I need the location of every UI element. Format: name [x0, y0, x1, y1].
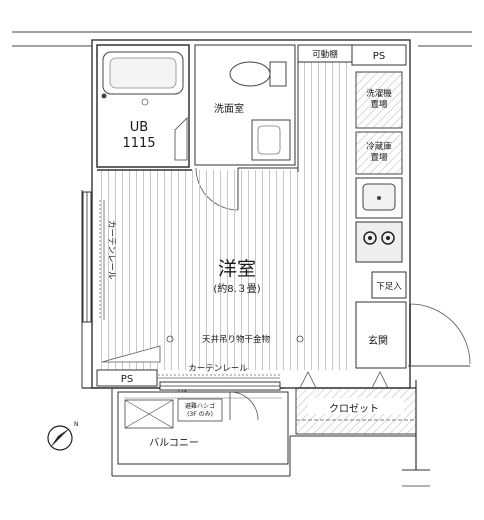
movable-shelf-label: 可動棚	[312, 49, 338, 60]
ub-label: UB	[130, 120, 148, 135]
side-curtain-rail-label: カーテンレール	[106, 220, 116, 280]
closet-label: クロゼット	[329, 403, 379, 415]
western-room-label: 洋室	[218, 258, 256, 280]
stove-icon	[355, 221, 403, 263]
side-window: カーテンレール	[82, 191, 116, 323]
escape-hatch-label-2: (3F のみ)	[187, 411, 213, 418]
toilet-icon	[229, 61, 271, 87]
ceiling-hanger-label: 天井吊り物干金物	[202, 334, 271, 345]
bottom-curtain-rail-label: カーテンレール	[188, 364, 248, 374]
fridge-space-label: 冷蔵庫	[366, 141, 392, 152]
ps-bottom-label: PS	[121, 374, 133, 385]
washer-space-label: 洗濯機	[366, 88, 392, 99]
ub-size-label: 1115	[122, 136, 155, 151]
entrance: 玄関	[355, 301, 471, 369]
unit-bath: UB 1115	[96, 44, 190, 168]
western-room-area: (約8.３畳)	[213, 282, 260, 295]
bottom-window: PS カーテンレール FIX	[96, 364, 281, 396]
hanger-icon	[296, 335, 304, 343]
western-room: 洋室 (約8.３畳) 天井吊り物干金物	[97, 61, 352, 370]
kitchen-column: PS 可動棚 洗濯機 置場 冷蔵庫 置場 下足入	[297, 44, 407, 299]
closet: クロゼット	[295, 371, 417, 435]
washroom-label: 洗面室	[214, 102, 244, 115]
balcony: 避難ハシゴ (3F のみ) バルコニー	[117, 391, 289, 465]
lower-outline	[111, 380, 430, 487]
ps-top-label: PS	[373, 51, 385, 62]
washer-space-label-2: 置場	[370, 99, 388, 110]
balcony-label: バルコニー	[149, 437, 199, 449]
compass-north-label: N	[74, 421, 79, 428]
compass: N	[47, 421, 79, 451]
hanger-icon	[166, 335, 174, 343]
entrance-label: 玄関	[368, 334, 388, 347]
shoe-box-label: 下足入	[376, 282, 402, 292]
fridge-space-label-2: 置場	[370, 152, 388, 163]
escape-hatch-label-1: 避難ハシゴ	[185, 402, 215, 410]
